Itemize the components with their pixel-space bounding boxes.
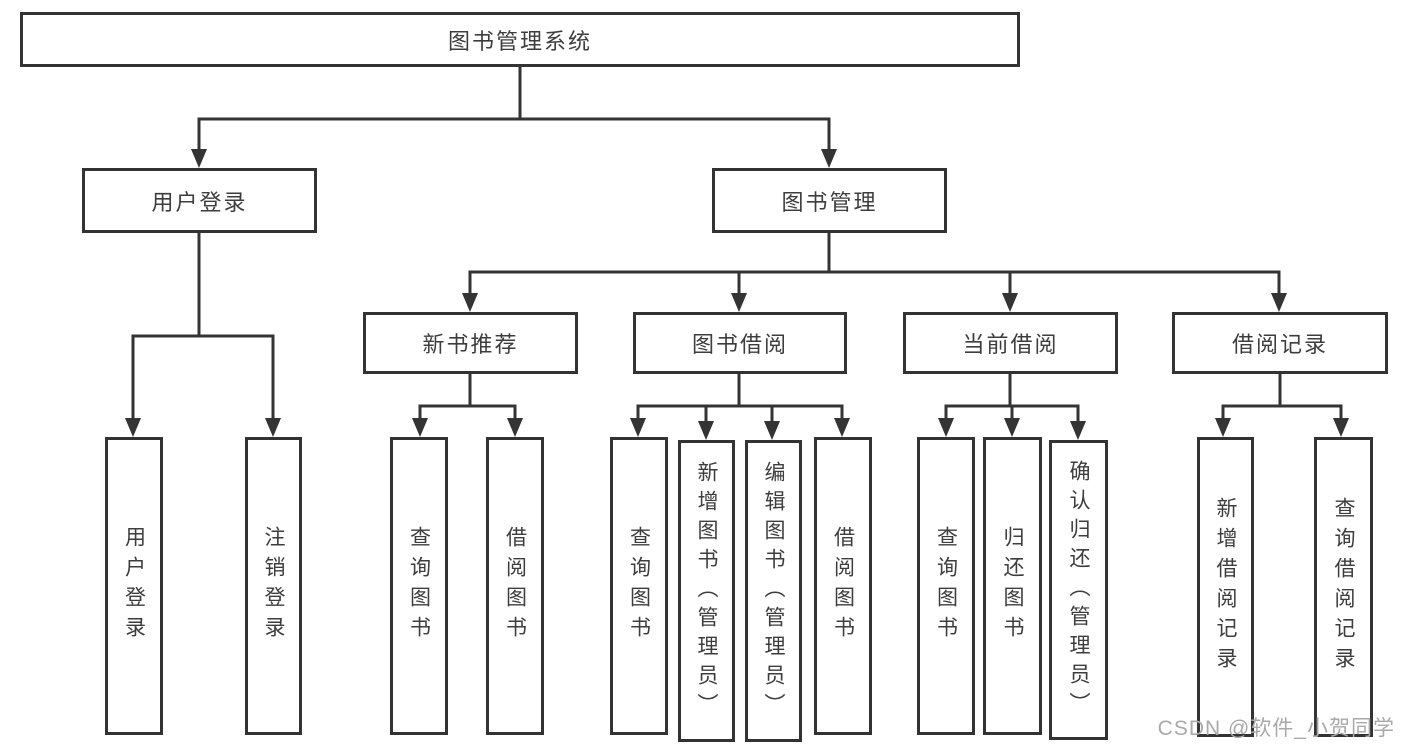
leaf-logout: 注销登录	[245, 437, 302, 735]
node-borrow-records-label: 借阅记录	[1231, 332, 1328, 357]
node-new-book-rec: 新书推荐	[363, 312, 578, 374]
arrow-down-icon	[462, 293, 478, 312]
arrow-down-icon	[630, 418, 646, 437]
leaf-label: 查询图书	[934, 526, 958, 646]
arrow-down-icon	[412, 418, 428, 437]
leaf-borrow-books-rec: 借阅图书	[486, 437, 544, 735]
leaf-add-books-admin: 新增图书（管理员）	[678, 440, 735, 742]
arrow-down-icon	[938, 418, 954, 437]
leaf-query-borrow-record: 查询借阅记录	[1314, 437, 1373, 737]
leaf-query-books-borrow: 查询图书	[610, 437, 668, 735]
arrow-down-icon	[1004, 418, 1020, 437]
arrow-down-icon	[1215, 418, 1231, 437]
leaf-label: 新增图书（管理员）	[695, 460, 718, 722]
leaf-query-books-rec: 查询图书	[390, 437, 448, 735]
leaf-add-borrow-record: 新增借阅记录	[1197, 437, 1254, 737]
node-root: 图书管理系统	[20, 12, 1020, 67]
node-root-label: 图书管理系统	[447, 28, 592, 54]
leaf-label: 注销登录	[262, 526, 285, 646]
leaf-label: 查询借阅记录	[1332, 497, 1355, 677]
arrow-down-icon	[731, 293, 747, 312]
arrow-down-icon	[125, 418, 141, 437]
connector-borrow-rail	[636, 404, 844, 421]
leaf-edit-books-admin: 编辑图书（管理员）	[745, 440, 802, 742]
node-book-mgmt: 图书管理	[712, 168, 947, 233]
connector-newbook-rail	[418, 404, 517, 421]
leaf-confirm-return-admin: 确认归还（管理员）	[1049, 440, 1108, 740]
connector-userlogin-rail	[131, 334, 275, 421]
arrow-down-icon	[764, 421, 780, 440]
arrow-down-icon	[1271, 293, 1287, 312]
node-new-book-rec-label: 新书推荐	[422, 332, 519, 357]
node-current-borrow: 当前借阅	[903, 312, 1118, 374]
watermark: CSDN @软件_小贺同学	[1157, 717, 1395, 740]
leaf-label: 编辑图书（管理员）	[762, 460, 785, 722]
leaf-query-books-current: 查询图书	[917, 437, 975, 735]
leaf-user-login: 用户登录	[105, 437, 163, 735]
leaf-label: 查询图书	[627, 526, 651, 646]
leaf-borrow-books: 借阅图书	[814, 437, 872, 735]
leaf-label: 借阅图书	[831, 526, 855, 646]
node-current-borrow-label: 当前借阅	[962, 332, 1059, 357]
node-book-mgmt-label: 图书管理	[781, 189, 878, 215]
arrow-down-icon	[1070, 421, 1086, 440]
node-book-borrow: 图书借阅	[633, 312, 847, 374]
arrow-down-icon	[698, 421, 714, 440]
connector-records-rail	[1221, 404, 1343, 421]
arrow-down-icon	[265, 418, 281, 437]
connector-level3-rail	[468, 270, 1281, 296]
arrow-down-icon	[191, 149, 207, 168]
arrow-down-icon	[821, 149, 837, 168]
arrow-down-icon	[1002, 293, 1018, 312]
node-borrow-records: 借阅记录	[1172, 312, 1388, 374]
leaf-label: 用户登录	[122, 526, 146, 646]
leaf-label: 借阅图书	[503, 526, 527, 646]
leaf-return-books: 归还图书	[983, 437, 1042, 735]
arrow-down-icon	[507, 418, 523, 437]
arrow-down-icon	[834, 418, 850, 437]
leaf-label: 归还图书	[1001, 526, 1024, 646]
arrow-down-icon	[1333, 418, 1349, 437]
leaf-label: 查询图书	[407, 526, 431, 646]
node-book-borrow-label: 图书借阅	[691, 332, 788, 357]
connector-level2-rail	[197, 117, 831, 152]
node-user-login-label: 用户登录	[151, 189, 248, 215]
leaf-label: 确认归还（管理员）	[1067, 459, 1090, 721]
node-user-login: 用户登录	[82, 168, 317, 233]
arrowheads	[125, 149, 1349, 440]
leaf-label: 新增借阅记录	[1214, 497, 1237, 677]
